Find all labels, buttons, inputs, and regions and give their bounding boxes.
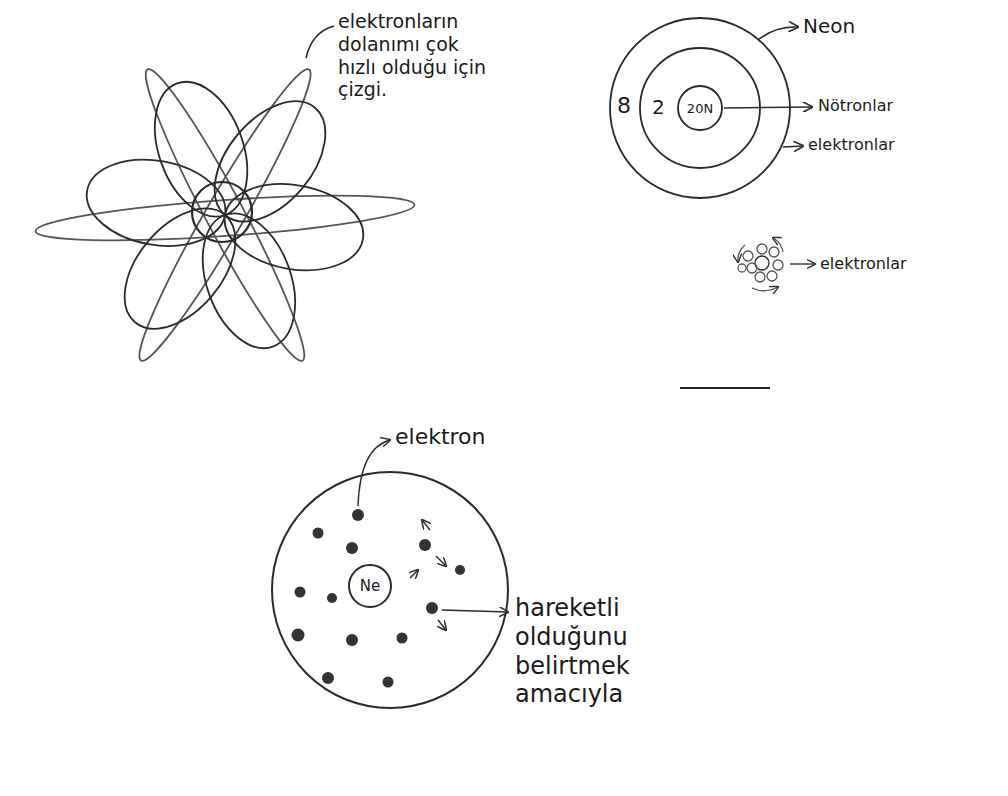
- cloud-model-part: [272, 472, 508, 708]
- electron-cluster-part: [738, 245, 745, 262]
- electron-dot: [292, 509, 466, 688]
- electron-dot-part: [292, 629, 305, 642]
- nucleus-circle: Ne: [348, 564, 392, 608]
- annotation-note: elektronların dolanımı çok hızlı olduğu …: [338, 10, 488, 101]
- cloud-model-part-part: [410, 570, 418, 578]
- electron-cluster: [738, 238, 815, 291]
- cloud-model-part-part: [436, 556, 446, 566]
- orbital-drawing-part: [192, 182, 252, 242]
- electron-dot-part: [352, 509, 364, 521]
- electron-dot-part: [346, 634, 358, 646]
- part-label: elektronlar: [808, 135, 895, 154]
- electron-dot-part: [313, 528, 324, 539]
- cloud-model-part-part: [442, 610, 508, 612]
- electron-cluster-part: [790, 263, 815, 264]
- shell-model-part: [724, 107, 812, 108]
- divider-line: [680, 387, 770, 389]
- element-name: Neon: [803, 14, 855, 38]
- electron-cluster-part: [769, 247, 779, 257]
- electron-dot-part: [397, 633, 408, 644]
- electron-dot-part: [426, 602, 438, 614]
- electron-dot-part: [295, 587, 306, 598]
- part-label: Nötronlar: [818, 96, 893, 115]
- shell-model-part: [783, 146, 803, 147]
- electron-cluster-part: [773, 260, 783, 270]
- electron-dot-part: [322, 672, 334, 684]
- electron-cluster-part: [738, 264, 746, 272]
- electron-dot-part: [419, 539, 431, 551]
- shell-count: 8: [617, 93, 631, 119]
- electron-dot-part: [455, 565, 465, 575]
- electron-cluster-part: [755, 272, 765, 282]
- nucleus-label: 20N: [687, 101, 713, 116]
- circle-outline: [349, 565, 391, 607]
- cloud-model-part-part: [438, 620, 446, 630]
- electron-cluster-part: [747, 263, 757, 273]
- orbital-drawing-part: [103, 188, 257, 349]
- electron-cluster-part: [743, 251, 753, 261]
- electron-cluster-part: [773, 238, 783, 252]
- nucleus-circle: 20N: [677, 85, 723, 131]
- shell-count: 2: [652, 95, 665, 119]
- annotation-note: hareketli olduğunu belirtmek amacıyla: [515, 594, 675, 709]
- electron-cluster-part: [767, 271, 777, 281]
- orbital-drawing-part: [193, 81, 347, 242]
- electron-dot-part: [346, 542, 358, 554]
- shell-model-part: [758, 27, 798, 40]
- part-label: elektronlar: [820, 254, 907, 273]
- shell-model: [610, 18, 812, 198]
- part-label: elektron: [395, 424, 486, 450]
- electron-cluster-part: [752, 287, 778, 291]
- orbital-drawing: [34, 26, 416, 370]
- cloud-model-part-part: [358, 440, 390, 506]
- nucleus-label: Ne: [360, 577, 380, 595]
- electron-dot-part: [383, 677, 394, 688]
- cloud-model: [272, 440, 508, 708]
- orbital-drawing-part: [138, 69, 265, 229]
- cloud-model-part-part: [422, 520, 430, 530]
- circle-outline: [678, 86, 722, 130]
- electron-cluster-part: [757, 244, 767, 254]
- orbital-drawing-part: [306, 26, 334, 58]
- electron-dot-part: [327, 593, 337, 603]
